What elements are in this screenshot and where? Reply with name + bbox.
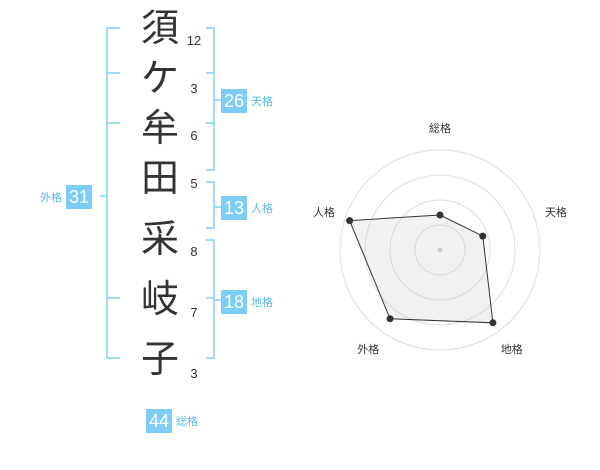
radar-point [386,315,394,323]
name-char-5: 采 [140,217,179,261]
chikaku-label: 地格 [251,296,274,309]
jinkaku-label: 人格 [251,202,274,215]
radar-ring [414,224,466,276]
jinkaku-bracket [206,181,215,229]
radar-center [437,247,443,253]
stroke-count-6: 7 [190,305,198,320]
soukaku-badge: 44 総格 [146,409,198,433]
jinkaku-badge: 13 人格 [221,196,273,220]
radar-axis-label: 人格 [312,206,335,220]
radar-point [479,232,487,240]
stroke-count-1: 12 [186,33,202,48]
name-char-1: 須 [140,6,179,50]
radar-point [489,319,497,327]
soukaku-value: 44 [146,409,173,433]
tenkaku-value: 26 [221,89,248,113]
tenkaku-badge: 26 天格 [221,89,273,113]
radar-polygon [348,214,494,324]
radar-axis-label: 地格 [500,342,523,356]
radar-ring [389,199,491,301]
stroke-count-3: 6 [190,128,198,143]
outer-bracket [106,27,120,359]
radar-point [346,217,354,225]
radar-axis-label: 天格 [545,206,568,220]
chikaku-value: 18 [221,290,248,314]
stroke-count-5: 8 [190,244,198,259]
jinkaku-value: 13 [221,196,248,220]
name-char-2: ケ [140,56,179,100]
radar-ring [339,149,541,351]
chikaku-badge: 18 地格 [221,290,273,314]
radar-axis-label: 外格 [357,342,380,356]
stroke-count-4: 5 [190,176,198,191]
gaikaku-label: 外格 [40,191,62,204]
name-char-7: 子 [140,337,179,381]
radar-point [436,211,444,219]
radar-axis-label: 総格 [429,122,451,135]
name-char-4: 田 [140,156,179,200]
gaikaku-badge: 外格 31 [40,185,93,209]
tenkaku-label: 天格 [251,95,274,108]
radar-ring [364,174,516,326]
chikaku-bracket [206,239,215,359]
name-char-6: 岐 [140,277,179,321]
tenkaku-bracket [206,27,215,171]
name-char-3: 牟 [140,106,179,150]
gaikaku-value: 31 [66,185,93,209]
soukaku-label: 総格 [176,415,199,428]
stroke-count-2: 3 [190,81,198,96]
stroke-count-7: 3 [190,366,198,381]
